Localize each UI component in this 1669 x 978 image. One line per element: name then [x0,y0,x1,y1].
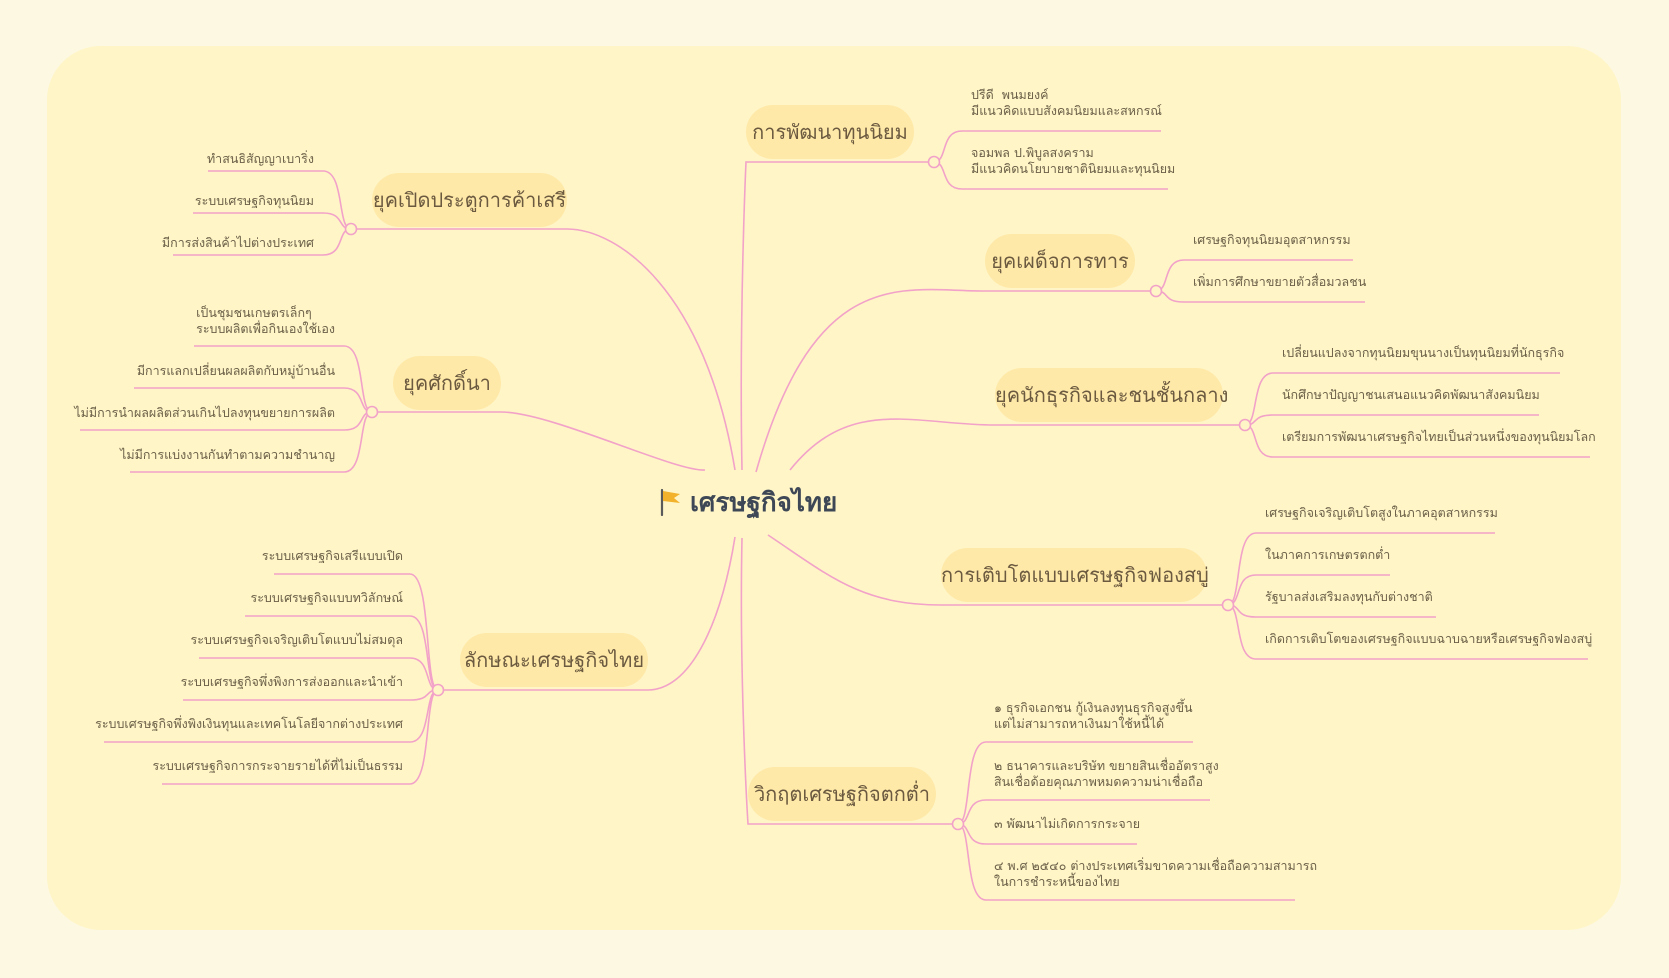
subtopic[interactable]: เพิ่มการศึกษาขยายตัวสื่อมวลชน [1193,274,1367,289]
branch-junction[interactable] [365,405,379,419]
subtopic[interactable]: ระบบเศรษฐกิจการกระจายรายได้ที่ไม่เป็นธรร… [152,758,404,773]
topic-capitalism-development[interactable]: การพัฒนาทุนนิยม [746,105,914,159]
subtopic[interactable]: ระบบเศรษฐกิจพึ่งพิงเงินทุนและเทคโนโลยีจา… [95,716,403,731]
subtopic[interactable]: เกิดการเติบโตของเศรษฐกิจแบบฉาบฉายหรือเศร… [1265,631,1593,646]
topic-sakdina-era[interactable]: ยุคศักดิ์นา [393,356,501,410]
topic-label: การพัฒนาทุนนิยม [752,120,908,144]
subtopic[interactable]: ระบบเศรษฐกิจทุนนิยม [194,193,314,208]
topic-label: การเติบโตแบบเศรษฐกิจฟองสบู่ [941,563,1209,587]
subtopic[interactable]: เป็นชุมชนเกษตรเล็กๆ ระบบผลิตเพื่อกินเองใ… [196,305,335,336]
branch-junction[interactable] [927,155,941,169]
central-topic[interactable]: เศรษฐกิจไทย [658,482,837,522]
subtopic-link [1227,604,1436,618]
subtopic[interactable]: ในภาคการเกษตรตกต่ำ [1265,547,1391,562]
branch-junction[interactable] [951,817,965,831]
subtopic[interactable]: ระบบเศรษฐกิจพึ่งพิงการส่งออกและนำเข้า [180,674,403,689]
subtopic[interactable]: เตรียมการพัฒนาเศรษฐกิจไทยเป็นส่วนหนึ่งขอ… [1282,429,1596,444]
branch-junction[interactable] [1238,418,1252,432]
subtopic[interactable]: ระบบเศรษฐกิจเสรีแบบเปิด [261,548,403,563]
topic-link [351,228,736,471]
subtopic[interactable]: ๒ ธนาคารและบริษัท ขยายสินเชื่ออัตราสูง ส… [994,758,1219,789]
topic-link [372,411,706,471]
topic-label: ยุคเผด็จการทาร [991,249,1129,273]
topic-link [740,537,958,825]
subtopic[interactable]: ๓ พัฒนาไม่เกิดการกระจาย [994,816,1141,831]
subtopic[interactable]: จอมพล ป.พิบูลสงคราม มีแนวคิดนโยบายชาตินิ… [971,145,1176,176]
subtopic-link [130,411,373,473]
subtopic[interactable]: ไม่มีการแบ่งงานกันทำตามความชำนาญ [120,447,335,462]
branch-junction[interactable] [1221,598,1235,612]
subtopic[interactable]: ระบบเศรษฐกิจแบบทวิลักษณ์ [250,590,404,605]
subtopic[interactable]: ระบบเศรษฐกิจเจริญเติบโตแบบไม่สมดุล [190,632,403,647]
topic-dictatorship-era[interactable]: ยุคเผด็จการทาร [985,234,1135,288]
subtopic[interactable]: เศรษฐกิจเจริญเติบโตสูงในภาคอุตสาหกรรม [1265,505,1498,520]
subtopic-link [193,212,352,230]
topic-free-trade-era[interactable]: ยุคเปิดประตูการค้าเสรี [372,173,567,227]
topic-link [767,534,1228,606]
subtopic[interactable]: ไม่มีการนำผลผลิตส่วนเกินไปลงทุนขยายการผล… [74,405,335,420]
subtopic[interactable]: รัฐบาลส่งเสริมลงทุนกับต่างชาติ [1265,589,1433,604]
subtopic-link [1244,414,1539,426]
subtopic-link [194,345,373,413]
flag-icon [660,488,680,516]
topic-thai-economy-characteristics[interactable]: ลักษณะเศรษฐกิจไทย [460,633,648,687]
topic-label: ยุคศักดิ์นา [403,371,491,395]
subtopic[interactable]: ๑ ธุรกิจเอกชน กู้เงินลงทุนธุรกิจสูงขึ้น … [994,700,1193,731]
topic-link [755,288,1156,473]
subtopic[interactable]: ทำสนธิสัญญาเบาริ่ง [206,151,314,166]
topic-business-middle-class-era[interactable]: ยุคนักธุรกิจและชนชั้นกลาง [995,368,1228,422]
subtopic[interactable]: ๔ พ.ศ ๒๕๔๐ ต่างประเทศเริ่มขาดความเชื่อถื… [994,858,1318,889]
topic-link [438,536,736,691]
topic-label: ยุคนักธุรกิจและชนชั้นกลาง [995,383,1229,407]
topic-label: วิกฤตเศรษฐกิจตกต่ำ [753,782,931,806]
subtopic[interactable]: ปรีดี พนมยงค์ มีแนวคิดแบบสังคมนิยมและสหก… [971,87,1162,118]
subtopic-link [1155,290,1365,303]
subtopic[interactable]: มีการแลกเปลี่ยนผลผลิตกับหมู่บ้านอื่น [136,363,335,378]
topic-label: ลักษณะเศรษฐกิจไทย [463,648,645,672]
subtopic[interactable]: เศรษฐกิจทุนนิยมอุตสาหกรรม [1193,232,1351,247]
subtopic-link [183,689,439,701]
branch-junction[interactable] [1149,284,1163,298]
subtopic[interactable]: มีการส่งสินค้าไปต่างประเทศ [161,235,314,250]
topic-label: ยุคเปิดประตูการค้าเสรี [372,188,567,212]
subtopic-link [274,573,439,691]
central-topic-title: เศรษฐกิจไทย [690,487,838,518]
branch-junction[interactable] [344,222,358,236]
topic-economic-crisis[interactable]: วิกฤตเศรษฐกิจตกต่ำ [748,767,936,821]
subtopic[interactable]: เปลี่ยนแปลงจากทุนนิยมขุนนางเป็นทุนนิยมที… [1282,345,1565,360]
topic-link [740,161,934,471]
subtopic[interactable]: นักศึกษาปัญญาชนเสนอแนวคิดพัฒนาสังคมนิยม [1282,387,1540,402]
topic-link [789,418,1245,471]
topic-bubble-economy[interactable]: การเติบโตแบบเศรษฐกิจฟองสบู่ [941,548,1209,602]
branch-junction[interactable] [431,683,445,697]
